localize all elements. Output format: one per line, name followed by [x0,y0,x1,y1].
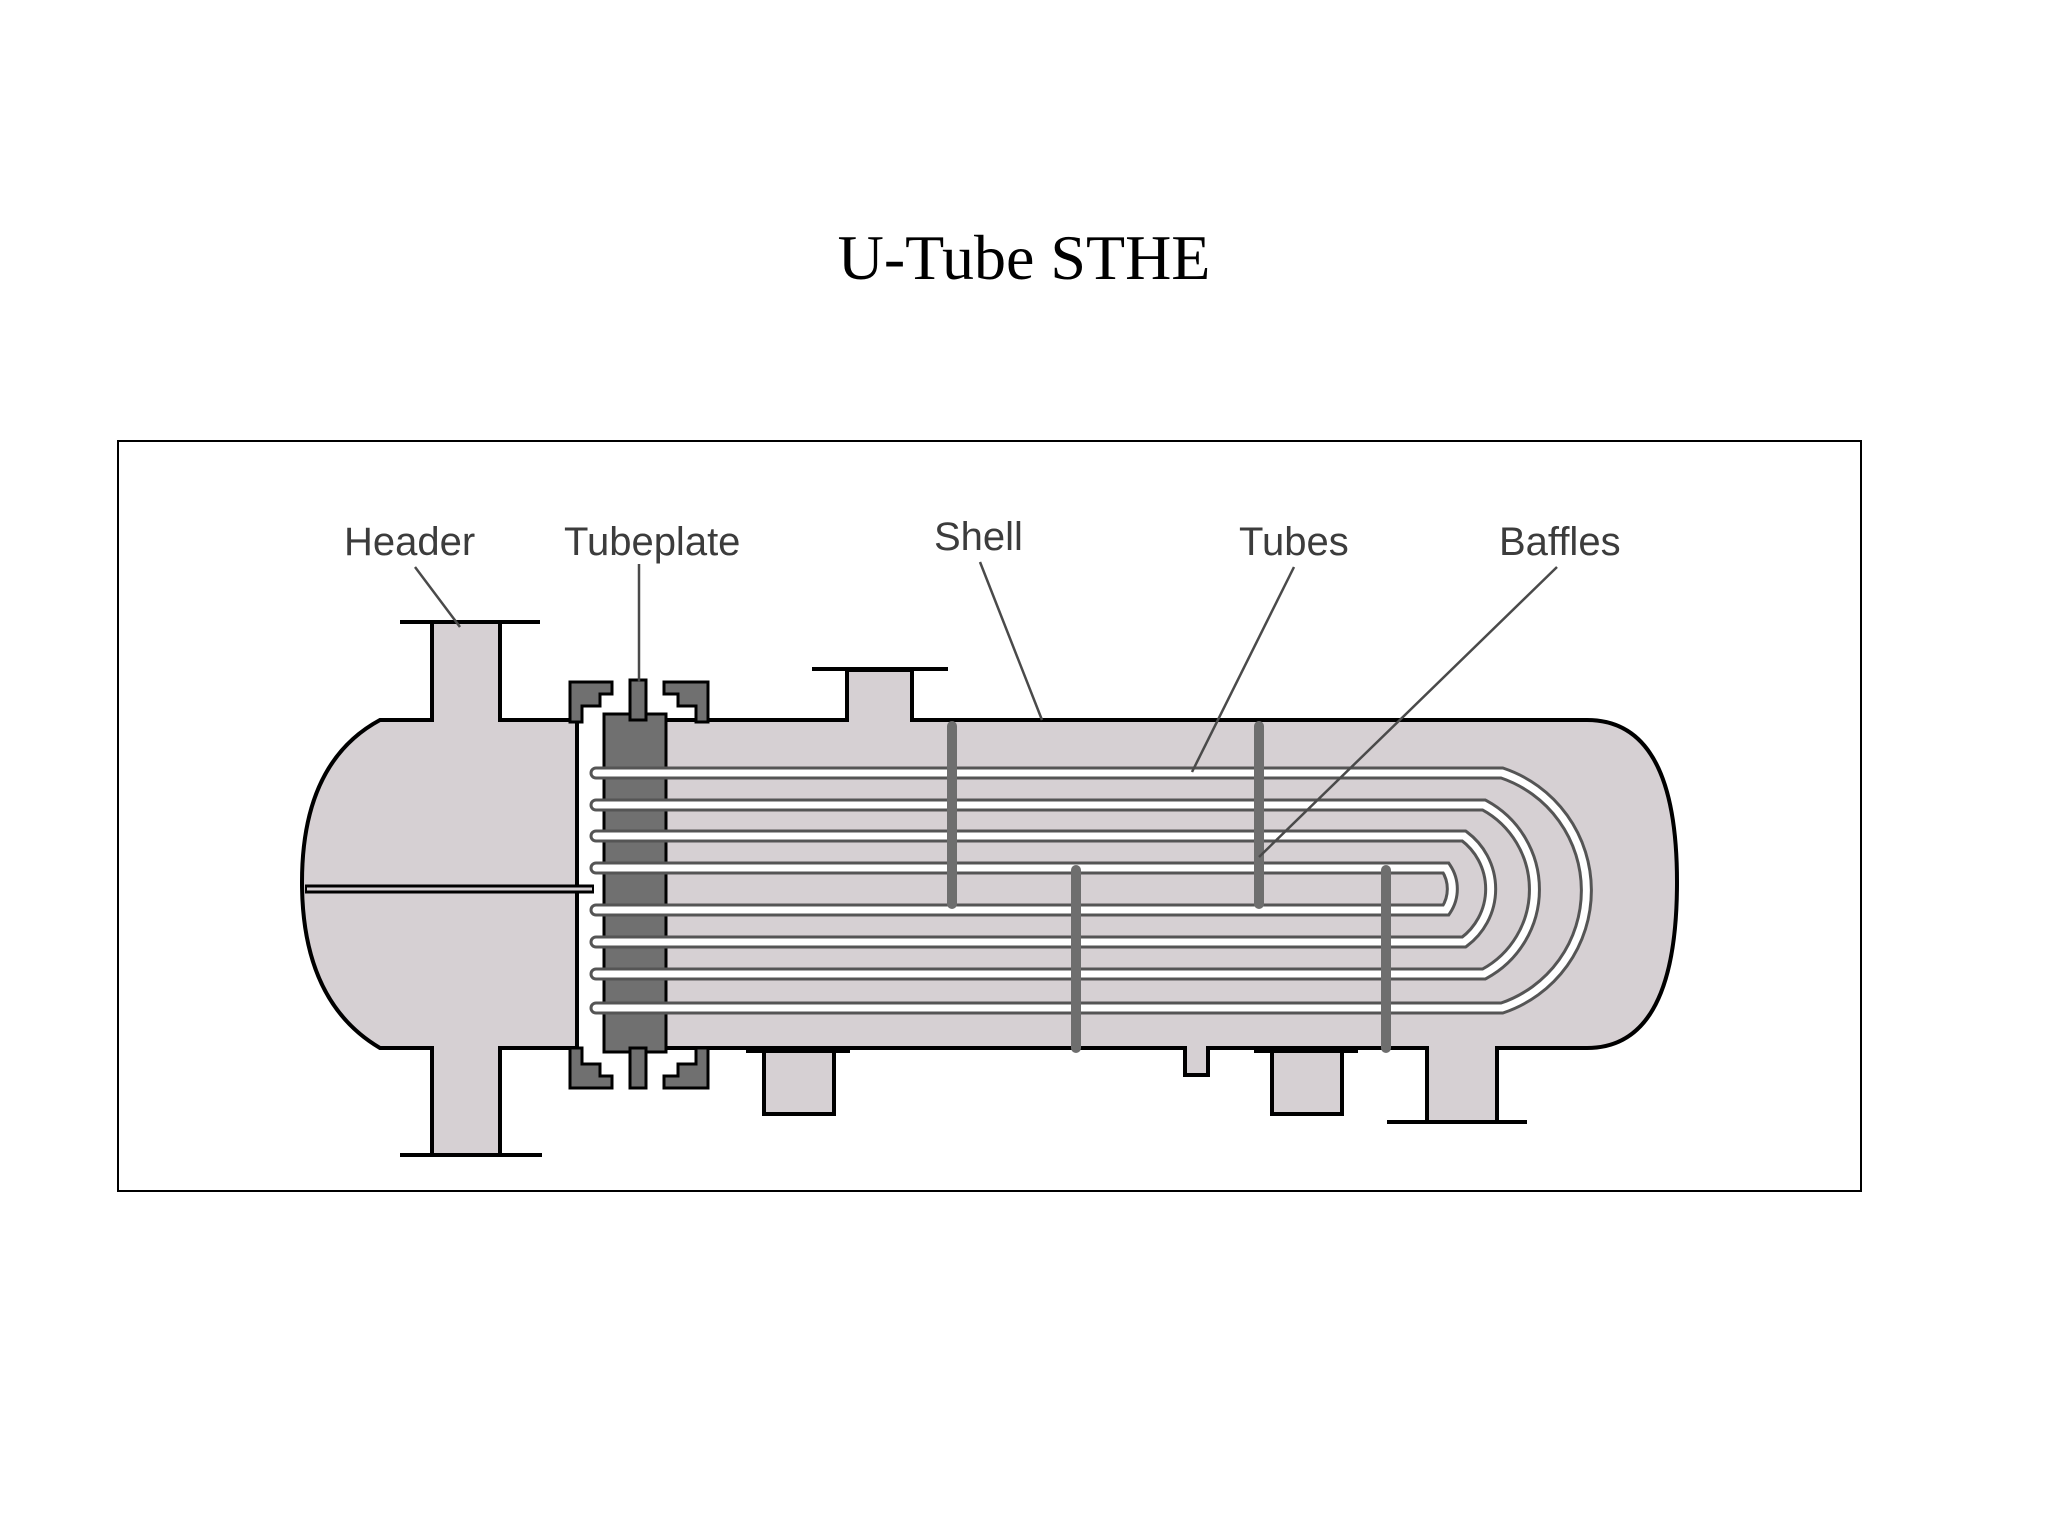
flange-bracket-top-right [662,680,710,724]
slide-title: U-Tube STHE [837,222,1211,293]
shell-label: Shell [934,515,1023,559]
flange-bracket-bottom-left [568,1046,614,1090]
flange-bracket-bottom-right [662,1046,710,1090]
saddle-support-left [762,1046,836,1116]
tubeplate [602,712,668,1054]
diagram-frame: Header Tubeplate Shell Tubes Baffles [117,440,1862,1192]
tube-bundle [589,766,1593,1015]
baffles-label: Baffles [1499,520,1621,564]
tubeplate-top-tab [628,678,648,722]
baffles-leader [1258,566,1558,858]
flange-bracket-top-left [568,680,614,724]
tubeplate-bottom-tab [628,1046,648,1090]
header-leader [414,566,461,628]
header-label: Header [344,520,475,564]
saddle-support-right [1270,1046,1344,1116]
tubes-leader [1190,566,1296,773]
u-tube-heat-exchanger-diagram: Header Tubeplate Shell Tubes Baffles [299,515,1680,1157]
tubeplate-label: Tubeplate [564,520,740,564]
shell-leader [978,561,1044,721]
tubes-label: Tubes [1239,520,1349,564]
